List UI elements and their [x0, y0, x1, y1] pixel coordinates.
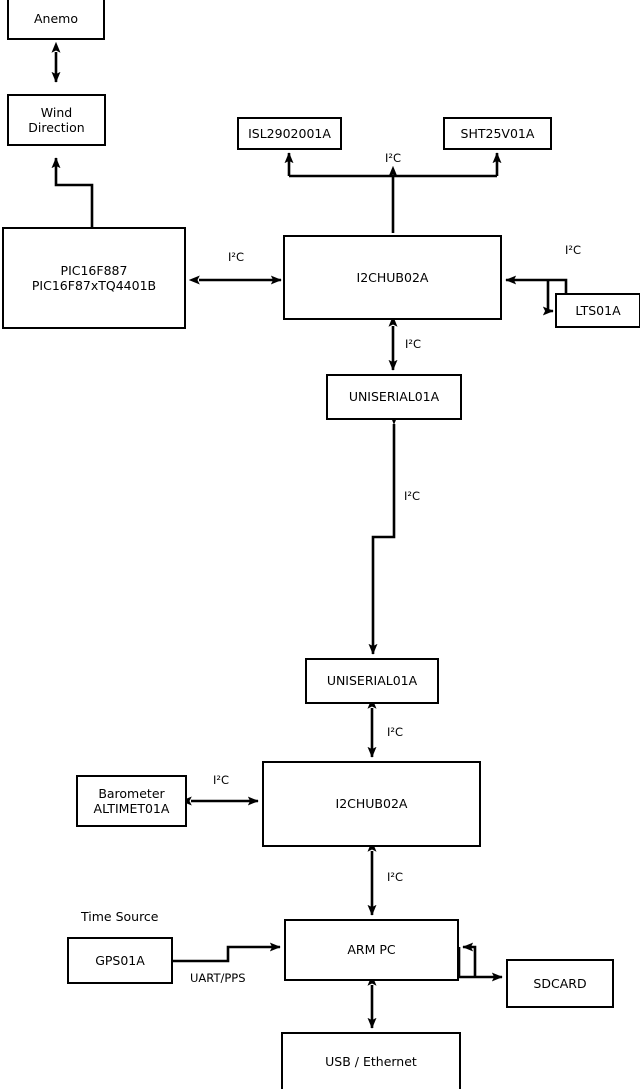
node-anemo-label: Anemo	[34, 11, 78, 27]
edge-sdcard-to-armpc	[462, 942, 477, 977]
edge-gps-armpc	[173, 942, 281, 963]
edge-label-hubbot-armpc: I²C	[387, 870, 404, 884]
edge-wind-pic	[51, 157, 97, 238]
node-pic-mcu-label: PIC16F887 PIC16F87xTQ4401B	[31, 262, 157, 293]
node-gps01a-label: GPS01A	[95, 952, 145, 968]
node-i2chub02a-bottom-label: I2CHUB02A	[335, 796, 408, 812]
node-barometer[interactable]: Barometer ALTIMET01A	[76, 775, 187, 827]
node-i2chub02a-bottom[interactable]: I2CHUB02A	[262, 761, 481, 847]
node-sdcard[interactable]: SDCARD	[506, 959, 614, 1008]
node-sht25v01a[interactable]: SHT25V01A	[443, 117, 552, 150]
edge-label-uniserial-uniserial: I²C	[404, 489, 421, 503]
node-isl2902001a-label: ISL2902001A	[248, 125, 331, 141]
edge-label-uniserial-hubbot: I²C	[387, 725, 404, 739]
edge-label-pic-hub: I²C	[228, 250, 245, 264]
node-lts01a-label: LTS01A	[575, 302, 621, 318]
edge-label-baro-hubbot: I²C	[213, 773, 230, 787]
node-uniserial01a-top[interactable]: UNISERIAL01A	[326, 374, 462, 420]
node-i2chub02a-top-label: I2CHUB02A	[356, 269, 429, 285]
node-pic-mcu[interactable]: PIC16F887 PIC16F87xTQ4401B	[2, 227, 186, 329]
node-isl2902001a[interactable]: ISL2902001A	[237, 117, 342, 150]
node-gps01a[interactable]: GPS01A	[67, 937, 173, 984]
edge-label-hub-uniserial: I²C	[405, 337, 422, 351]
node-uniserial01a-bottom-label: UNISERIAL01A	[326, 673, 418, 689]
edge-armpc-to-sdcard	[457, 947, 503, 982]
node-anemo[interactable]: Anemo	[7, 0, 105, 40]
edge-uniser-uniser	[368, 413, 399, 655]
node-lts01a[interactable]: LTS01A	[555, 293, 640, 328]
edge-hub-to-lts	[542, 280, 554, 316]
node-arm-pc-label: ARM PC	[347, 942, 396, 958]
label-time-source: Time Source	[81, 909, 159, 924]
node-sdcard-label: SDCARD	[533, 975, 587, 991]
node-wind-direction-label: Wind Direction	[28, 104, 85, 135]
node-barometer-label: Barometer ALTIMET01A	[93, 785, 170, 816]
node-usb-ethernet[interactable]: USB / Ethernet	[281, 1032, 461, 1089]
node-uniserial01a-top-label: UNISERIAL01A	[348, 389, 440, 405]
node-sht25v01a-label: SHT25V01A	[460, 125, 535, 141]
edge-label-hub-sensors: I²C	[385, 151, 402, 165]
edge-label-gps-armpc: UART/PPS	[190, 971, 246, 985]
node-i2chub02a-top[interactable]: I2CHUB02A	[283, 235, 502, 320]
node-usb-ethernet-label: USB / Ethernet	[325, 1053, 417, 1069]
node-uniserial01a-bottom[interactable]: UNISERIAL01A	[305, 658, 439, 704]
node-wind-direction[interactable]: Wind Direction	[7, 94, 106, 146]
node-arm-pc[interactable]: ARM PC	[284, 919, 459, 981]
edge-label-hub-lts: I²C	[565, 243, 582, 257]
